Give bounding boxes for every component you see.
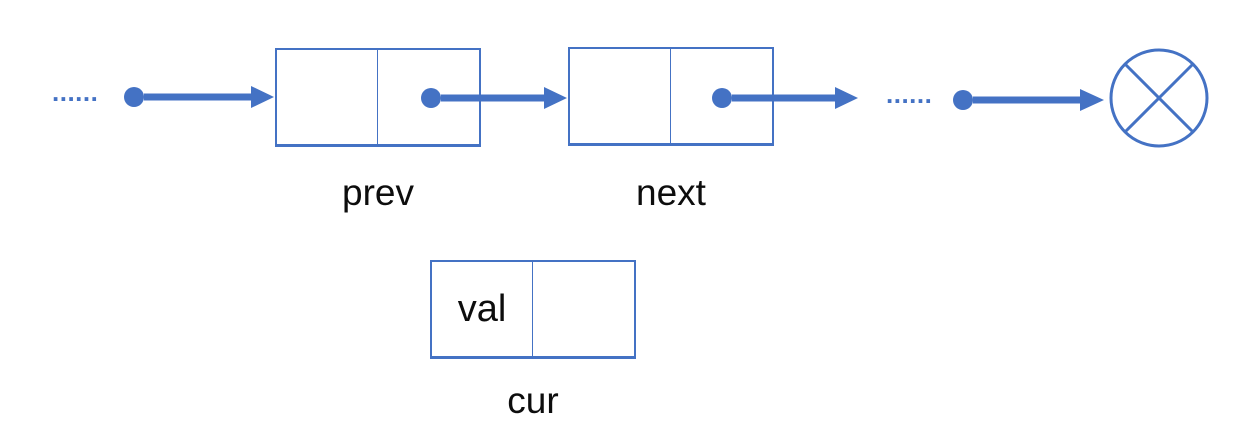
node-prev-pointer-cell [378,50,479,144]
label-next: next [636,172,706,213]
pointer-dot-tail [953,90,973,110]
label-cur: cur [507,380,559,421]
node-cur: val [430,260,636,359]
label-prev: prev [342,172,414,213]
node-prev-data-cell [277,50,378,144]
arrow-to-null-head-icon [1080,89,1104,111]
node-next [568,47,774,146]
arrow-into-prev-head-icon [251,86,274,108]
arrow-next-onward-head-icon [835,87,858,109]
null-circle [1109,48,1209,148]
null-cross-line-2 [1123,62,1195,134]
node-prev [275,48,481,147]
ellipsis-right: ...... [886,79,933,109]
null-terminator-icon [1109,48,1209,148]
node-next-data-cell [570,49,671,143]
node-next-pointer-cell [671,49,772,143]
ellipsis-left: ...... [52,77,99,107]
null-cross-line-1 [1123,62,1195,134]
node-cur-pointer-cell [533,262,634,356]
arrow-prev-to-next-head-icon [544,87,567,109]
pointer-dot-left [124,87,144,107]
val-text: val [457,288,507,330]
node-cur-data-cell: val [432,262,533,356]
